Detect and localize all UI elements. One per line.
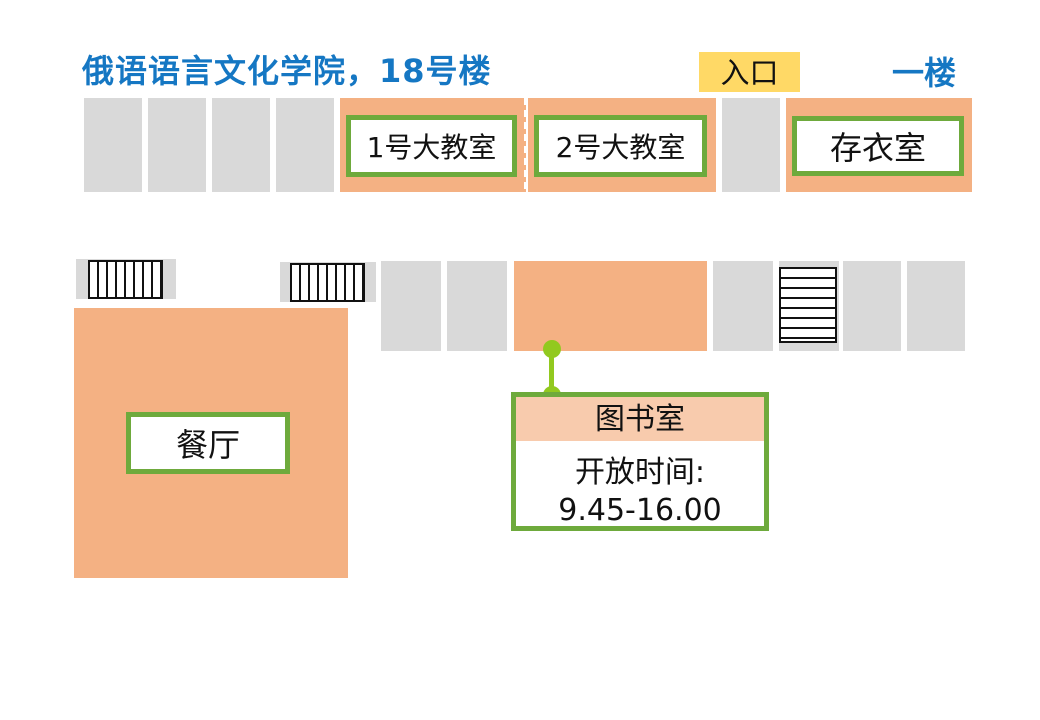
- room-grey-bottom-6: [907, 261, 965, 351]
- stairs-icon: [290, 263, 365, 302]
- classroom-1-label[interactable]: 1号大教室: [346, 115, 517, 177]
- library-name: 图书室: [516, 397, 764, 441]
- building-title: 俄语语言文化学院，18号楼: [82, 52, 492, 90]
- classroom-divider: [524, 98, 528, 192]
- room-grey-bottom-5: [843, 261, 901, 351]
- room-grey-top-2: [148, 98, 206, 192]
- stairs-icon: [779, 267, 837, 343]
- entrance-label: 入口: [699, 52, 800, 92]
- library-connector-line: [549, 349, 554, 395]
- canteen-label[interactable]: 餐厅: [126, 412, 290, 474]
- connector-dot-top: [543, 340, 561, 358]
- floor-label: 一楼: [892, 54, 957, 92]
- room-library-area: [514, 261, 707, 351]
- room-grey-top-4: [276, 98, 334, 192]
- room-grey-bottom-1: [381, 261, 441, 351]
- library-hours: 9.45-16.00: [558, 493, 722, 528]
- classroom-2-label[interactable]: 2号大教室: [534, 115, 707, 177]
- stairs-icon: [88, 260, 163, 299]
- room-grey-top-3: [212, 98, 270, 192]
- room-grey-entrance-corridor: [722, 98, 780, 192]
- room-grey-bottom-3: [713, 261, 773, 351]
- library-info-box[interactable]: 图书室 开放时间: 9.45-16.00: [511, 392, 769, 531]
- room-grey-top-1: [84, 98, 142, 192]
- cloakroom-label[interactable]: 存衣室: [792, 116, 964, 176]
- room-grey-bottom-2: [447, 261, 507, 351]
- library-hours-label: 开放时间:: [574, 455, 706, 490]
